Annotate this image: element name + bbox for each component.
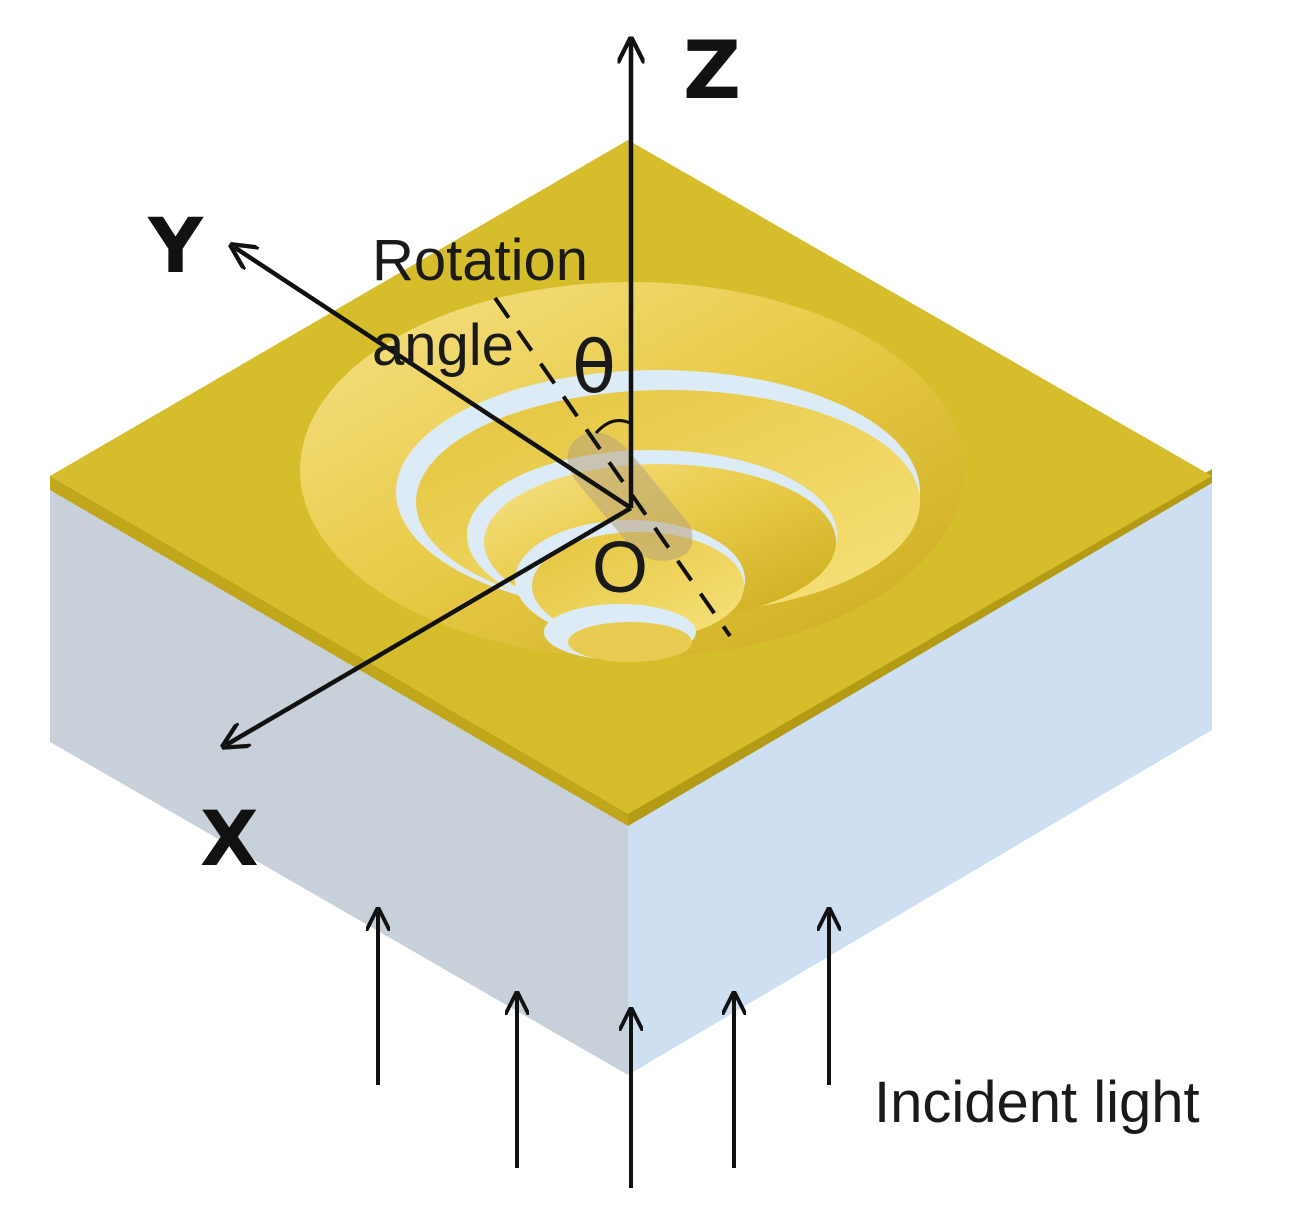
substrate-right-face [628,480,1212,1075]
gold-edge-left [50,476,628,826]
rotation-dashed-line [493,296,732,638]
substrate-left-face [50,487,628,1075]
substrate-block [50,480,1212,1075]
y-axis-label: Y [147,201,204,290]
axes [226,42,631,745]
incident-light-arrows [378,912,829,1188]
z-axis-label: Z [683,24,741,117]
y-axis-line [234,247,633,510]
ring-center [568,622,692,662]
rotation-label-line1: Rotation [372,228,588,293]
rotation-label-line2: angle [372,313,514,378]
origin-label: O [592,528,648,608]
incident-light-label: Incident light [874,1070,1200,1135]
x-axis-label: X [200,794,259,883]
x-axis-line [226,506,633,745]
theta-label: θ [572,325,616,409]
angle-arc [594,419,631,435]
